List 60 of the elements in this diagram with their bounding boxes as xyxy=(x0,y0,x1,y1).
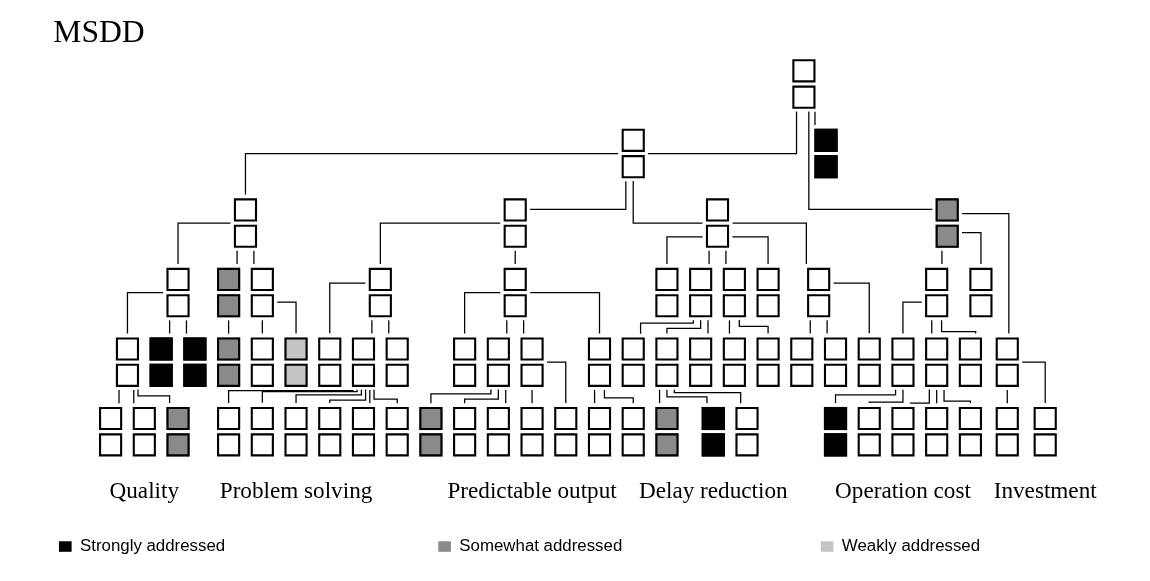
connector xyxy=(708,250,710,265)
connector xyxy=(814,111,816,126)
connector xyxy=(295,389,362,404)
connector xyxy=(632,180,704,224)
connector xyxy=(329,282,367,334)
connector xyxy=(943,389,971,404)
connector xyxy=(244,152,619,196)
connector xyxy=(909,389,930,404)
connector xyxy=(1021,361,1046,404)
connector xyxy=(940,319,977,335)
connector xyxy=(261,389,358,404)
connector xyxy=(137,388,171,404)
connector xyxy=(707,319,709,335)
connector xyxy=(666,389,708,404)
connector xyxy=(647,110,798,155)
label: Predictable output xyxy=(447,476,617,503)
connector xyxy=(379,222,501,265)
connector xyxy=(430,388,492,404)
connector xyxy=(276,301,297,335)
connector xyxy=(731,236,769,265)
connector xyxy=(666,319,702,335)
connector xyxy=(126,292,164,335)
connector xyxy=(639,319,694,335)
label: Problem solving xyxy=(219,476,373,503)
label: Quality xyxy=(109,476,180,503)
connector xyxy=(666,236,704,265)
connector xyxy=(731,222,807,265)
connector xyxy=(961,212,1010,335)
connector xyxy=(329,388,367,404)
label: Delay reduction xyxy=(638,476,788,503)
label: Investment xyxy=(993,476,1097,503)
connector xyxy=(603,389,634,404)
connector xyxy=(725,250,727,265)
connector xyxy=(826,319,828,335)
diagram-title: MSDD xyxy=(53,13,145,49)
connector xyxy=(177,222,232,265)
connector xyxy=(253,250,255,265)
connector xyxy=(464,388,499,404)
connector xyxy=(808,110,934,210)
connector xyxy=(371,319,373,335)
connector xyxy=(673,389,742,404)
connector xyxy=(832,282,870,334)
connector xyxy=(902,301,923,335)
legend-label: Strongly addressed xyxy=(80,535,226,555)
connector xyxy=(531,389,533,404)
connector xyxy=(834,389,897,404)
connector xyxy=(961,231,982,265)
connector xyxy=(118,389,120,404)
connector xyxy=(941,250,943,265)
legend-label: Somewhat addressed xyxy=(459,535,623,555)
legend-label: Weakly addressed xyxy=(841,535,981,555)
connector xyxy=(236,250,238,265)
connector xyxy=(529,180,627,210)
connector xyxy=(464,292,501,335)
label: Operation cost xyxy=(835,476,971,503)
connector xyxy=(529,292,601,335)
connector xyxy=(868,389,904,404)
connector xyxy=(373,388,398,404)
connector xyxy=(546,361,567,404)
connector xyxy=(738,319,769,335)
